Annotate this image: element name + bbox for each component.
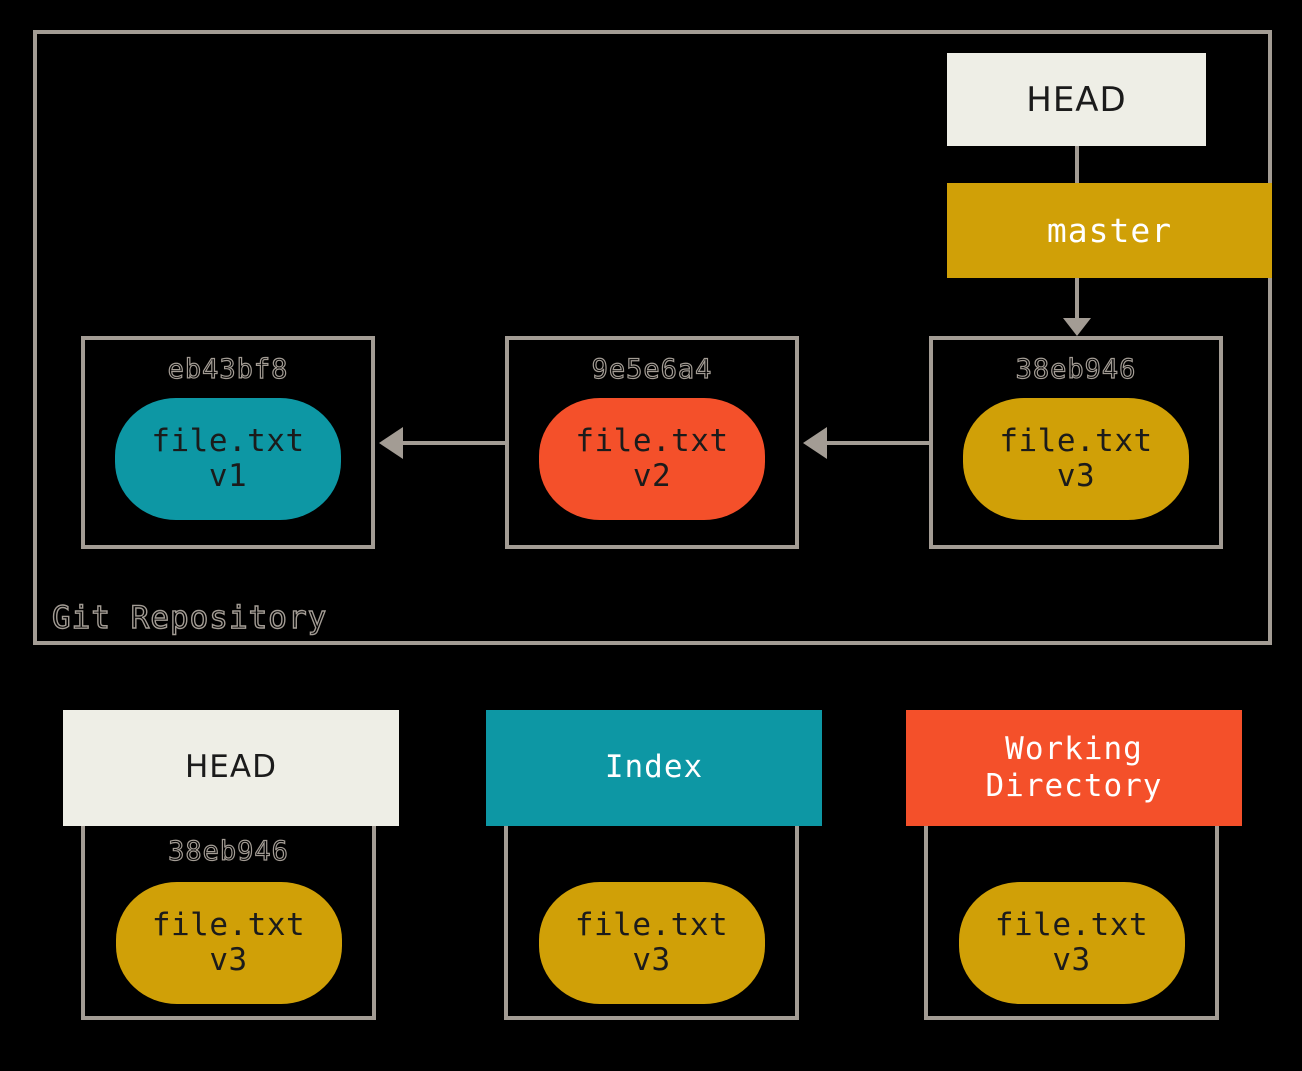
area-content-box: 38eb946 file.txt v3	[81, 826, 376, 1020]
blob-filename: file.txt	[575, 423, 729, 460]
git-repository-label: Git Repository	[51, 599, 328, 636]
head-pointer-label: HEAD	[1026, 79, 1127, 120]
blob-version: v3	[1052, 942, 1091, 978]
area-title-line2: Directory	[985, 768, 1163, 804]
blob-version: v3	[1056, 458, 1096, 494]
master-branch-box: master	[947, 183, 1272, 278]
master-arrowhead-icon	[1063, 318, 1091, 336]
area-title: Working	[1005, 730, 1143, 767]
commit-blob: file.txt v2	[539, 398, 765, 520]
area-blob: file.txt v3	[115, 882, 342, 1004]
blob-filename: file.txt	[151, 907, 306, 944]
blob-filename: file.txt	[151, 423, 305, 460]
parent-arrow-line	[399, 441, 505, 445]
head-to-master-connector	[1075, 146, 1079, 183]
area-blob: file.txt v3	[538, 882, 765, 1004]
blob-filename: file.txt	[574, 907, 729, 944]
master-to-commit-connector	[1075, 278, 1079, 318]
commit-box-38eb946: 38eb946 file.txt v3	[929, 336, 1223, 549]
blob-filename: file.txt	[994, 907, 1149, 944]
commit-box-eb43bf8: eb43bf8 file.txt v1	[81, 336, 375, 549]
parent-arrowhead-icon	[803, 427, 827, 459]
blob-version: v1	[208, 458, 248, 494]
parent-arrow-line	[823, 441, 929, 445]
area-blob: file.txt v3	[958, 882, 1185, 1004]
blob-filename: file.txt	[999, 423, 1153, 460]
area-header-working-directory: Working Directory	[906, 710, 1242, 826]
head-pointer-box: HEAD	[947, 53, 1206, 146]
blob-version: v2	[632, 458, 672, 494]
parent-arrowhead-icon	[379, 427, 403, 459]
area-title: Index	[604, 749, 704, 786]
commit-blob: file.txt v1	[115, 398, 341, 520]
commit-hash: 38eb946	[1015, 353, 1137, 385]
commit-blob: file.txt v3	[963, 398, 1189, 520]
area-title: HEAD	[185, 749, 277, 786]
commit-hash: eb43bf8	[167, 353, 289, 385]
commit-hash: 9e5e6a4	[591, 353, 713, 385]
blob-version: v3	[209, 942, 248, 978]
area-commit-hash: 38eb946	[167, 835, 289, 867]
blob-version: v3	[632, 942, 671, 978]
area-header-index: Index	[486, 710, 822, 826]
commit-box-9e5e6a4: 9e5e6a4 file.txt v2	[505, 336, 799, 549]
git-repository-container	[33, 30, 1272, 645]
area-header-head: HEAD	[63, 710, 399, 826]
area-content-box: file.txt v3	[924, 826, 1219, 1020]
master-branch-label: master	[1046, 211, 1173, 250]
area-content-box: file.txt v3	[504, 826, 799, 1020]
